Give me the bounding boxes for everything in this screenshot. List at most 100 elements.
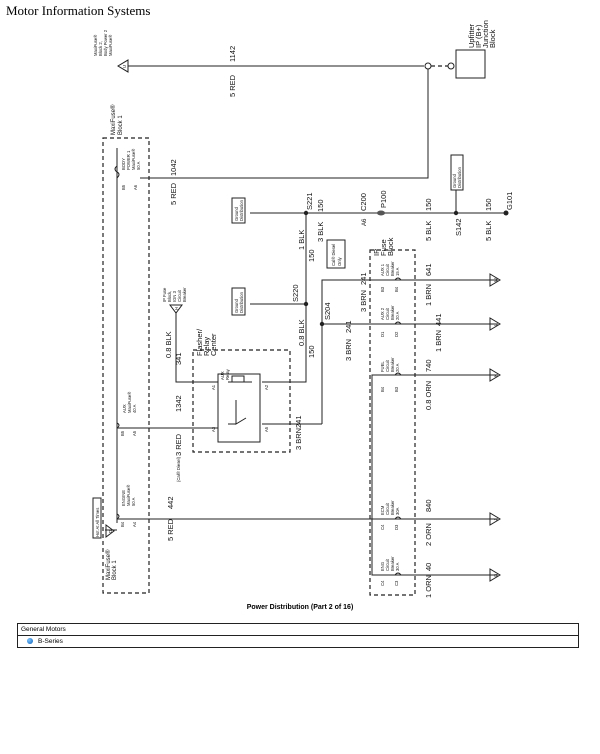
wire-740 [371,374,498,576]
svg-text:A2: A2 [264,384,269,390]
svg-text:Block 1: Block 1 [118,115,124,135]
svg-text:150: 150 [307,249,316,262]
svg-text:C4: C4 [380,580,385,586]
svg-text:BODY: BODY [121,158,126,170]
connector-triangles [105,59,501,582]
svg-text:Circuit: Circuit [385,307,390,320]
svg-text:Circuit: Circuit [385,359,390,372]
svg-text:Block: Block [386,237,395,256]
svg-text:MaxiFuse®: MaxiFuse® [126,484,131,506]
svg-text:150: 150 [316,199,325,212]
ip-fuse-block [369,249,416,596]
svg-text:B3: B3 [380,286,385,292]
svg-text:150: 150 [484,198,493,211]
ground-distribution-box [231,197,246,224]
svg-text:1 BLK: 1 BLK [297,230,306,250]
wires [105,62,509,576]
series-label[interactable]: B-Series [38,638,63,645]
svg-text:Breaker: Breaker [390,500,395,515]
svg-text:Junction: Junction [481,20,490,48]
svg-text:D1: D1 [380,331,385,337]
svg-text:MaxiFuse®: MaxiFuse® [131,148,136,170]
svg-text:3 BRN: 3 BRN [344,339,353,361]
svg-text:Relay: Relay [225,368,230,380]
svg-text:A3: A3 [211,426,216,432]
svg-text:FUEL: FUEL [380,361,385,372]
svg-text:1342: 1342 [174,395,183,412]
svg-text:AUX 1: AUX 1 [380,263,385,276]
svg-text:1042: 1042 [169,159,178,176]
svg-text:H: H [174,307,179,310]
svg-text:IGN 3: IGN 3 [172,290,177,302]
svg-text:0.8 ORN: 0.8 ORN [424,381,433,410]
svg-text:U: U [122,65,127,68]
svg-text:C3: C3 [394,580,399,586]
svg-text:Upfitter: Upfitter [467,23,476,48]
svg-text:341: 341 [174,352,183,365]
svg-text:A6: A6 [133,184,138,190]
svg-text:Distribution: Distribution [457,166,462,188]
svg-text:MaxiFuse®: MaxiFuse® [127,391,132,413]
svg-text:P100: P100 [379,190,388,208]
svg-text:B5: B5 [120,430,125,436]
svg-text:IP: IP [372,249,381,256]
svg-text:20 A: 20 A [395,311,400,320]
svg-text:3 RED: 3 RED [174,433,183,456]
svg-text:D3: D3 [394,524,399,530]
ground-distribution-box [231,287,246,316]
svg-text:D2: D2 [394,331,399,337]
svg-text:Breaker: Breaker [182,287,187,302]
hot-at-all-times-box [92,497,102,539]
svg-text:ENGINE: ENGINE [121,490,126,506]
svg-text:Breaker: Breaker [390,357,395,372]
svg-text:A4: A4 [132,521,137,527]
svg-text:G: G [493,574,498,577]
svg-text:POWER 1: POWER 1 [126,150,131,170]
svg-text:0.8 BLK: 0.8 BLK [297,319,306,346]
svg-text:Circuit: Circuit [385,502,390,515]
svg-text:Circuit: Circuit [177,289,182,302]
svg-text:1 BRN: 1 BRN [424,284,433,306]
wire-341 [175,312,218,383]
cal-diesel-box [326,239,346,269]
wiring-diagram: MaxiFuse® Block 2, Body Power 2 MaxiFuse… [92,20,514,598]
svg-text:241: 241 [294,415,303,428]
svg-text:Ground: Ground [234,206,239,221]
svg-text:Body Power 2: Body Power 2 [103,29,108,56]
svg-text:B3: B3 [394,386,399,392]
svg-text:Breaker: Breaker [390,261,395,276]
svg-text:3 BRN: 3 BRN [359,290,368,312]
svg-text:20 A: 20 A [395,363,400,372]
svg-text:A5: A5 [264,426,269,432]
svg-text:50 A: 50 A [136,161,141,170]
diagram-caption: Power Distribution (Part 2 of 16) [246,604,354,611]
svg-text:S220: S220 [291,284,300,302]
svg-text:40 A: 40 A [132,404,137,413]
bullet-icon [27,638,33,644]
wire-150-vertical [262,213,307,383]
svg-text:IP (B+): IP (B+) [474,24,483,48]
svg-text:IP Fuse: IP Fuse [162,287,167,302]
svg-text:5 RED: 5 RED [169,182,178,205]
svg-text:Block 1: Block 1 [112,560,118,580]
svg-text:241: 241 [344,320,353,333]
svg-text:MaxiFuse®: MaxiFuse® [105,549,112,580]
svg-text:G101: G101 [505,192,514,210]
svg-text:40: 40 [424,563,433,571]
svg-text:L: L [493,323,498,326]
svg-text:3 BLK: 3 BLK [316,222,325,242]
svg-text:441: 441 [434,313,443,326]
svg-text:2 ORN: 2 ORN [424,523,433,546]
svg-text:B4: B4 [380,386,385,392]
svg-text:Circuit: Circuit [385,263,390,276]
svg-text:Ground: Ground [452,173,457,188]
svg-text:Fuse: Fuse [379,239,388,256]
series-row[interactable]: B-Series [18,635,578,647]
svg-text:740: 740 [424,359,433,372]
svg-text:50 A: 50 A [131,497,136,506]
svg-text:C4: C4 [380,524,385,530]
svg-text:Cal® Diesel: Cal® Diesel [331,244,336,266]
svg-text:30 A: 30 A [395,562,400,571]
svg-text:Relay: Relay [202,337,211,356]
aux-relay [217,373,261,443]
